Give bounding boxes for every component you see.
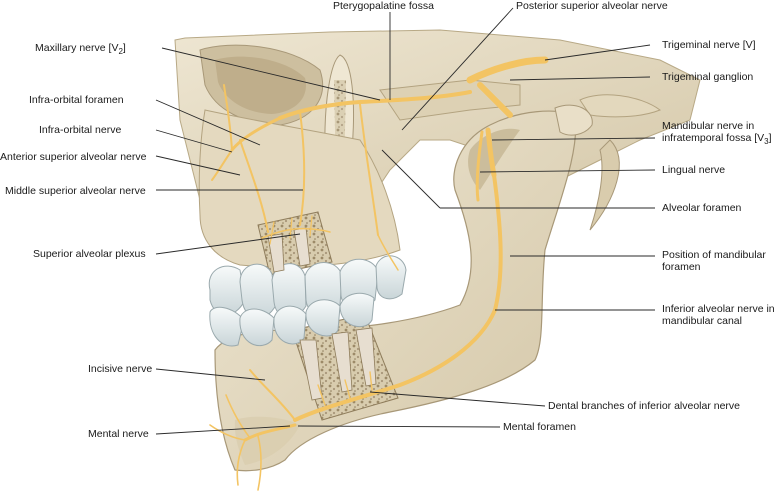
label-alveolar-foramen: Alveolar foramen [662, 202, 742, 214]
label-maxillary-nerve-text: Maxillary nerve [V [35, 42, 119, 54]
label-infra-orbital-nerve: Infra-orbital nerve [39, 124, 122, 136]
leader-infra-orbital-nerve [155, 129, 233, 153]
leader-dental-branches [369, 391, 546, 407]
label-maxillary-nerve: Maxillary nerve [V2] [35, 42, 126, 58]
label-trigeminal-ganglion: Trigeminal ganglion [662, 71, 754, 83]
label-mandibular-nerve-line1: Mandibular nerve in [662, 120, 755, 132]
label-trigeminal-nerve: Trigeminal nerve [V] [662, 39, 756, 51]
label-lingual-nerve: Lingual nerve [662, 164, 726, 176]
label-mandibular-nerve-line2: infratemporal fossa [V3] [662, 132, 772, 148]
cranium [174, 29, 701, 276]
leader-mandibular-nerve [491, 137, 656, 141]
label-infra-orbital-foramen: Infra-orbital foramen [29, 94, 124, 106]
label-mental-foramen: Mental foramen [503, 421, 576, 433]
leader-trigeminal-nerve [544, 44, 651, 61]
label-mandibular-nerve-line2-text: infratemporal fossa [V [662, 132, 765, 144]
leader-infra-orbital-foramen [155, 99, 261, 146]
leader-lingual-nerve [479, 169, 656, 173]
leader-superior-alveolar-plexus [155, 233, 301, 255]
label-pterygopalatine-fossa: Pterygopalatine fossa [333, 0, 434, 12]
label-mandibular-nerve: Mandibular nerve in infratemporal fossa … [662, 120, 772, 148]
label-anterior-superior-alveolar-nerve: Anterior superior alveolar nerve [0, 151, 147, 163]
leader-mental-nerve [155, 425, 291, 435]
leader-lines [155, 7, 656, 435]
label-posterior-superior-alveolar-nerve: Posterior superior alveolar nerve [516, 0, 668, 12]
leader-maxillary-nerve [161, 47, 381, 101]
label-inferior-alveolar-nerve: Inferior alveolar nerve in mandibular ca… [662, 303, 775, 327]
leader-alveolar-foramen-b [381, 149, 441, 209]
label-incisive-nerve: Incisive nerve [88, 363, 153, 375]
leader-anterior-superior-alveolar-nerve [155, 155, 241, 176]
label-maxillary-nerve-sub: 2 [118, 47, 123, 57]
label-superior-alveolar-plexus: Superior alveolar plexus [33, 248, 146, 260]
leader-incisive-nerve [155, 368, 266, 381]
label-middle-superior-alveolar-nerve: Middle superior alveolar nerve [5, 185, 146, 197]
leader-posterior-superior-alveolar-nerve [401, 7, 514, 131]
label-mandibular-nerve-close: ] [768, 132, 772, 144]
leader-mental-foramen [297, 425, 501, 428]
nerves [209, 56, 549, 491]
label-mandibular-nerve-sub: 3 [764, 137, 769, 147]
label-maxillary-nerve-close: ] [122, 42, 126, 54]
label-position-mandibular-foramen: Position of mandibular foramen [662, 249, 766, 273]
label-dental-branches: Dental branches of inferior alveolar ner… [548, 400, 741, 412]
leader-trigeminal-ganglion [509, 76, 651, 81]
label-mental-nerve: Mental nerve [88, 428, 149, 440]
